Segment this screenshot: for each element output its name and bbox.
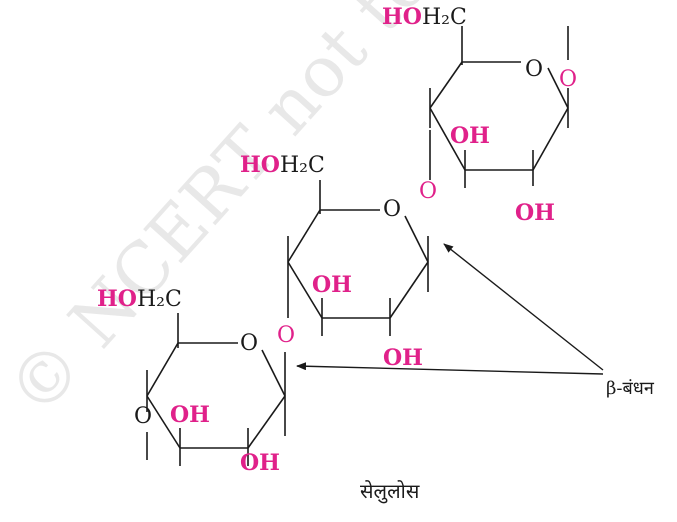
end-oxygen: O — [559, 67, 577, 92]
h2c-suffix: H₂C — [422, 5, 467, 30]
ring-bond — [146, 342, 179, 397]
ring-oxygen: O — [383, 197, 401, 222]
ho-prefix: HO — [382, 4, 422, 30]
hydroxyl-label: OH — [383, 345, 423, 371]
ch2oh-label-top: HOH₂C — [382, 4, 467, 30]
hydroxyl-label: OH — [312, 272, 352, 298]
ch2oh-label-middle: HOH₂C — [240, 152, 325, 178]
ring-bond — [287, 261, 323, 319]
arrow-to-upper-link — [443, 243, 604, 371]
hydroxyl-label: OH — [240, 450, 280, 476]
hydroxyl-label: OH — [170, 402, 210, 428]
ho-prefix: HO — [240, 152, 280, 178]
ring-oxygen: O — [240, 331, 258, 356]
h2c-suffix: H₂C — [137, 287, 182, 312]
ho-prefix: HO — [97, 286, 137, 312]
h2c-suffix: H₂C — [280, 153, 325, 178]
glucose-unit-middle: HOH₂C O OH OH — [240, 152, 429, 371]
ring-bond — [429, 107, 466, 171]
end-oxygen: O — [134, 404, 152, 429]
beta-link-arrows — [296, 243, 604, 375]
ring-bond — [261, 349, 286, 397]
ring-bond — [287, 209, 321, 263]
glucose-unit-top: HOH₂C O O OH OH — [382, 4, 577, 226]
arrow-to-lower-link — [296, 362, 604, 375]
ring-bond — [404, 215, 429, 263]
beta-link-label: β-बंधन — [606, 378, 655, 399]
ring-bond — [146, 395, 181, 449]
glucose-unit-bottom: HOH₂C O O OH OH — [97, 286, 286, 476]
ring-oxygen: O — [525, 57, 543, 82]
ring-bond — [247, 395, 286, 449]
hydroxyl-label: OH — [515, 200, 555, 226]
diagram-caption: सेलुलोस — [360, 479, 420, 504]
ch2oh-label-bottom: HOH₂C — [97, 286, 182, 312]
glycosidic-oxygen: O — [419, 179, 437, 204]
glycosidic-oxygen: O — [277, 323, 295, 348]
ring-bond — [547, 67, 569, 109]
ring-bond — [429, 61, 463, 109]
hydroxyl-label: OH — [450, 123, 490, 149]
ring-bond — [532, 107, 569, 171]
ring-bond — [389, 261, 429, 319]
